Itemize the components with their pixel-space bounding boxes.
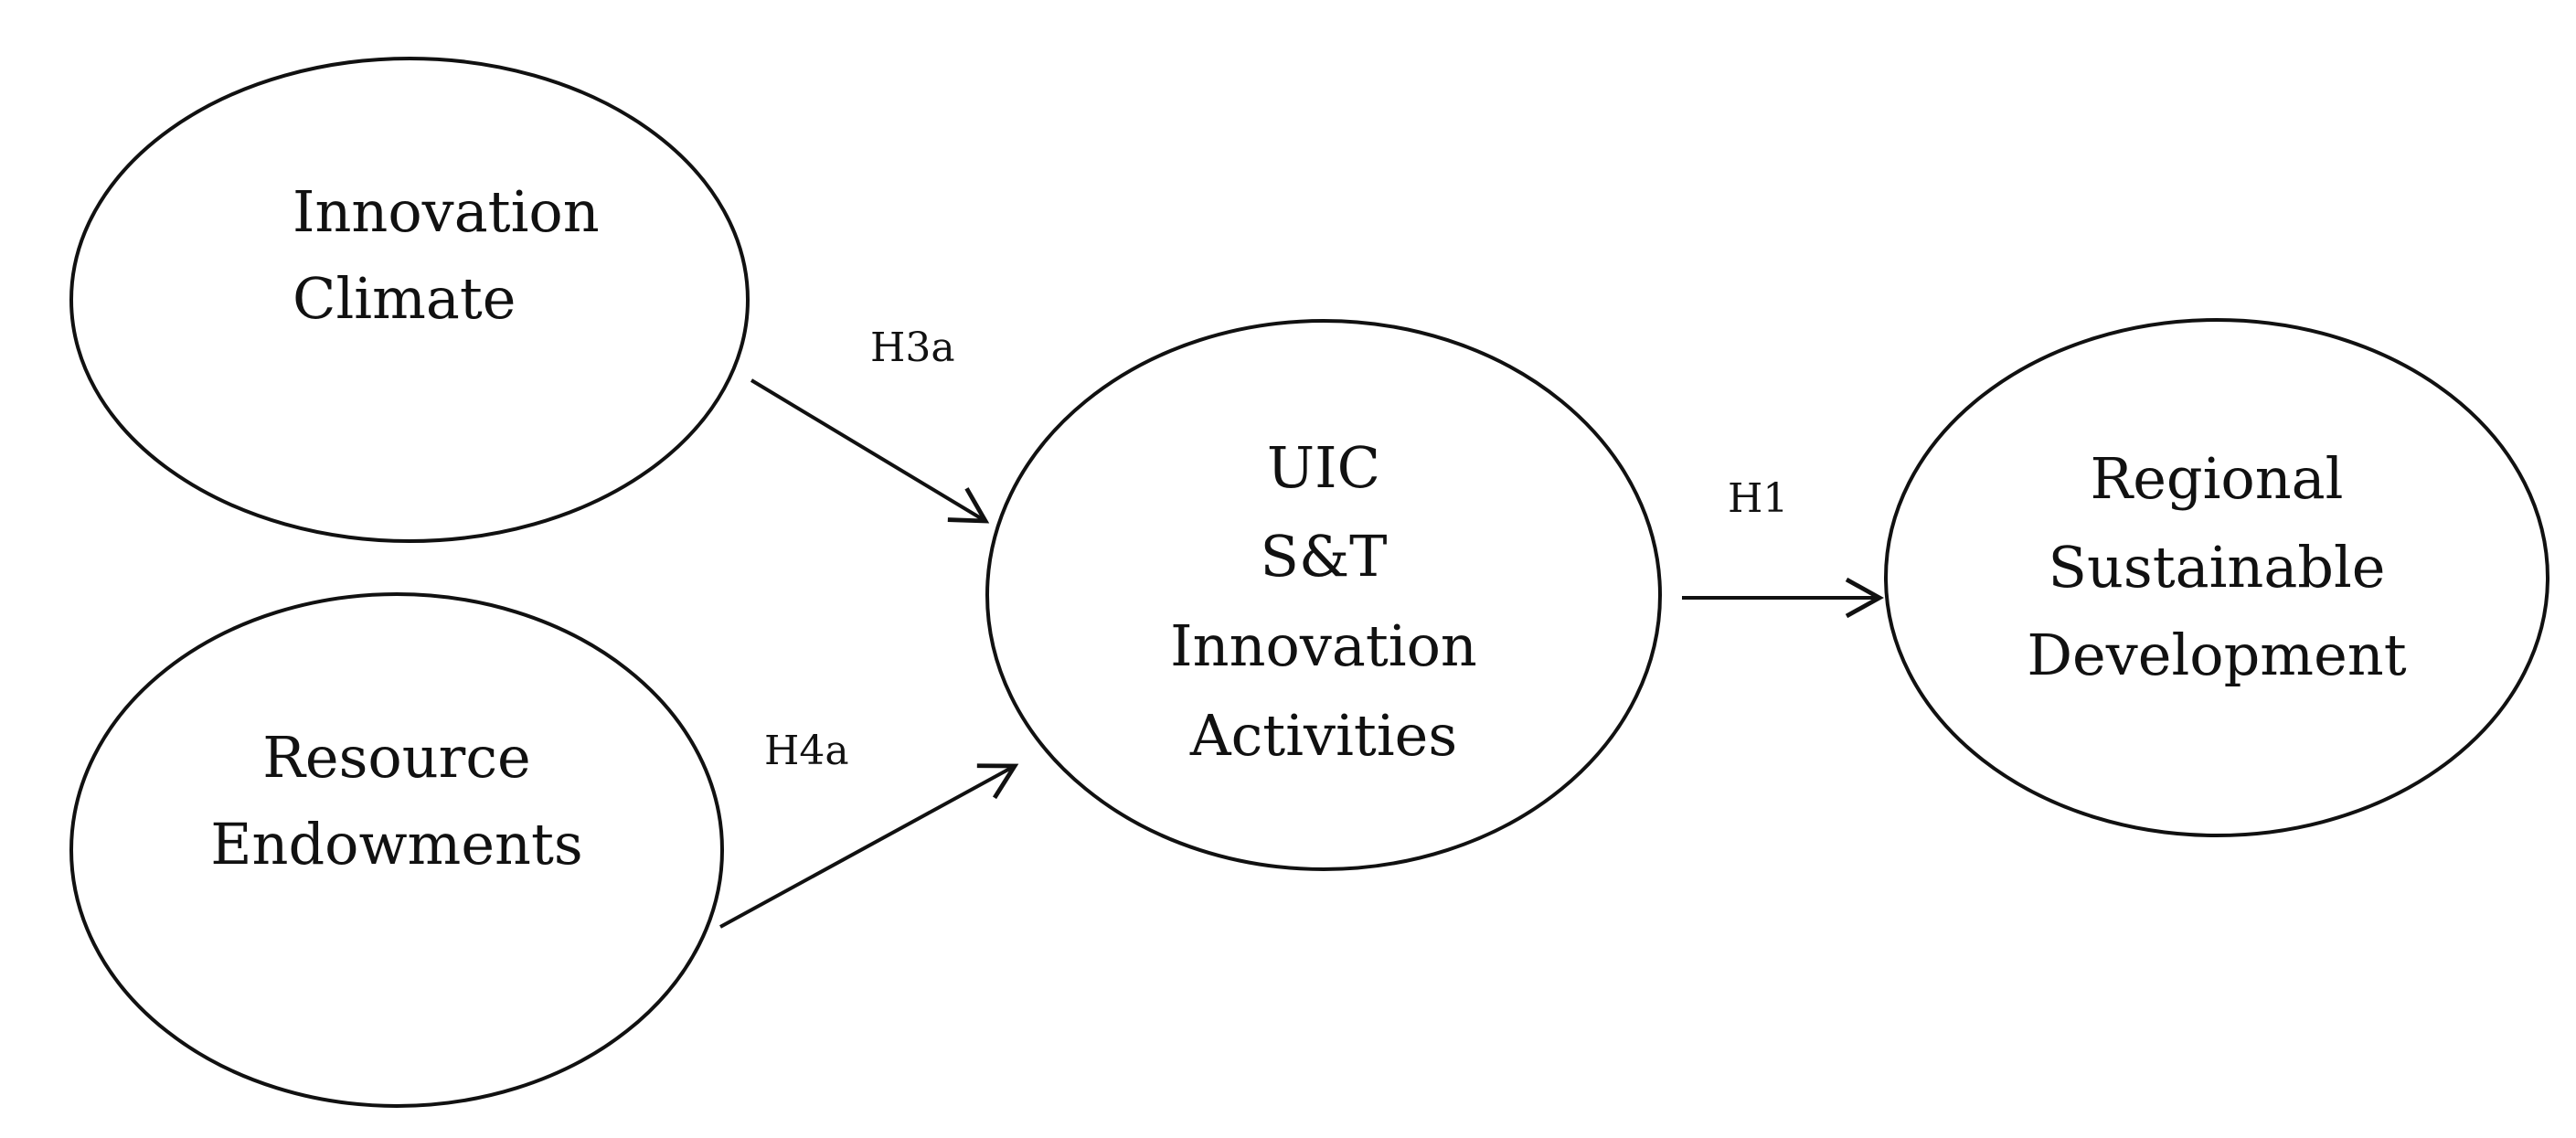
edge-h3a-label: H3a: [870, 324, 955, 371]
edge-h3a-arrow: [750, 378, 990, 524]
edge-h4a-label: H4a: [764, 728, 849, 774]
node-innovation-climate-ellipse: [69, 57, 750, 543]
edge-h3a: H3a: [750, 324, 990, 524]
node-resource-endowments-line-1: Resource: [262, 724, 531, 791]
node-regional-development-line-2: Sustainable: [2048, 534, 2385, 601]
edge-h4a: H4a: [719, 728, 1019, 929]
node-regional-development: Regional Sustainable Development: [1884, 318, 2549, 837]
node-uic-activities-line-2: S&T: [1260, 523, 1387, 590]
node-regional-development-line-1: Regional: [2091, 445, 2344, 512]
edge-h4a-arrow: [719, 763, 1019, 929]
node-resource-endowments-line-2: Endowments: [210, 811, 582, 877]
node-uic-activities-ellipse: [985, 319, 1662, 871]
node-regional-development-ellipse: [1884, 318, 2549, 837]
node-innovation-climate: Innovation Climate: [69, 57, 750, 543]
node-regional-development-line-3: Development: [2027, 622, 2406, 688]
node-uic-activities-line-1: UIC: [1267, 434, 1380, 501]
node-uic-activities-line-4: Activities: [1189, 702, 1457, 769]
edge-h1: H1: [1682, 475, 1884, 619]
node-uic-activities: UIC S&T Innovation Activities: [985, 319, 1662, 871]
node-innovation-climate-line-2: Climate: [293, 265, 516, 332]
node-resource-endowments-ellipse: [69, 592, 724, 1108]
node-resource-endowments: Resource Endowments: [69, 592, 724, 1108]
node-innovation-climate-line-1: Innovation: [293, 178, 600, 245]
edge-h1-label: H1: [1728, 475, 1788, 522]
node-uic-activities-line-3: Innovation: [1170, 612, 1477, 679]
